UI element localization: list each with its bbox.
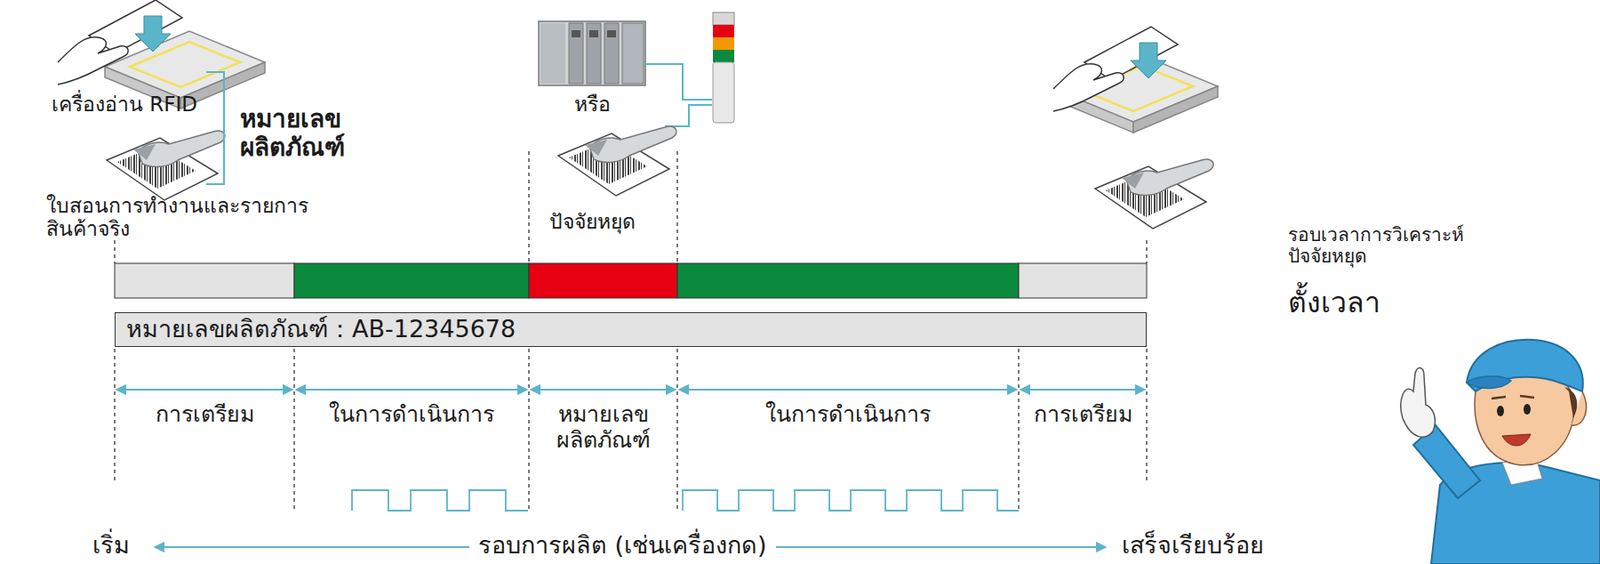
or-label: หรือ bbox=[574, 92, 611, 116]
device-label: เครื่องอ่าน RFID bbox=[51, 92, 198, 116]
timer-title: ตั้งเวลา bbox=[1288, 286, 1381, 320]
product-number-bar: หมายเลขผลิตภัณฑ์：AB-12345678 bbox=[114, 312, 1147, 347]
segment-label: ในการดำเนินการ bbox=[294, 401, 529, 428]
analysis-note: รอบเวลาการวิเคราะห์ปัจจัยหยุด bbox=[1288, 224, 1502, 267]
segment-label: การเตรียม bbox=[114, 401, 295, 428]
start-label: เริ่ม bbox=[92, 530, 130, 559]
bracket-label: หมายเลขผลิตภัณฑ์ bbox=[240, 104, 374, 162]
segment-label: การเตรียม bbox=[1018, 401, 1147, 428]
node-text: หมายเลขผลิตภัณฑ์：AB-12345678 bbox=[126, 314, 516, 344]
stop-factor-label: ปัจจัยหยุด bbox=[549, 209, 636, 233]
end-label: เสร็จเรียบร้อย bbox=[1121, 530, 1264, 559]
segment-label: หมายเลขผลิตภัณฑ์ bbox=[528, 401, 678, 454]
cycle-label: รอบการผลิต (เช่นเครื่องกด) bbox=[469, 530, 776, 559]
document-label: ใบสอนการทำงานและรายการสินค้าจริง bbox=[46, 193, 353, 241]
segment-label: ในการดำเนินการ bbox=[677, 401, 1019, 428]
